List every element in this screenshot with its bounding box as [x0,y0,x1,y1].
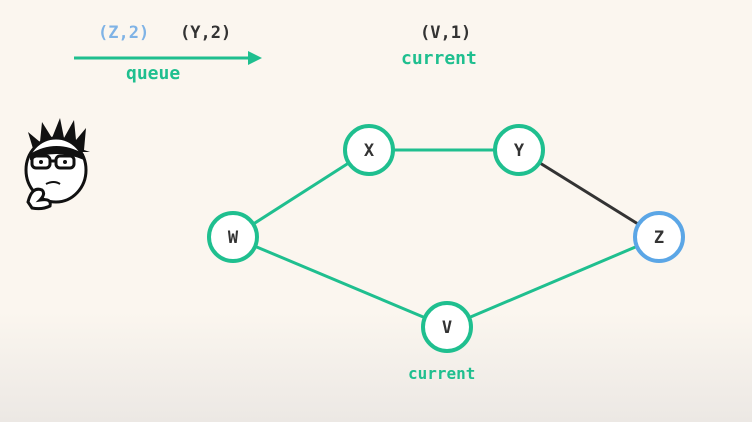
node-z: Z [633,211,685,263]
node-label: V [442,318,452,338]
edge-y-z [518,148,660,239]
node-label: Z [654,228,664,248]
edge-w-v [232,235,448,329]
queue-item-z2: (Z,2) [98,23,150,43]
node-label: X [364,141,375,161]
edge-v-z [446,235,660,329]
thinking-character-icon [24,118,90,211]
node-w: W [207,211,259,263]
queue-label: queue [126,63,181,84]
node-circle [207,211,259,263]
node-circle [493,124,545,176]
node-label: Y [514,141,525,161]
node-y: Y [493,124,545,176]
node-circle [421,301,473,353]
node-circle [343,124,395,176]
edge-w-x [232,148,370,239]
node-circle [633,211,685,263]
queue-arrow [74,51,262,65]
node-v: V [421,301,473,353]
queue-item-y2: (Y,2) [180,23,232,43]
current-pair: (V,1) [420,23,472,43]
v-current-label: current [408,364,476,383]
node-x: X [343,124,395,176]
current-label: current [401,48,477,69]
node-label: W [228,228,239,248]
